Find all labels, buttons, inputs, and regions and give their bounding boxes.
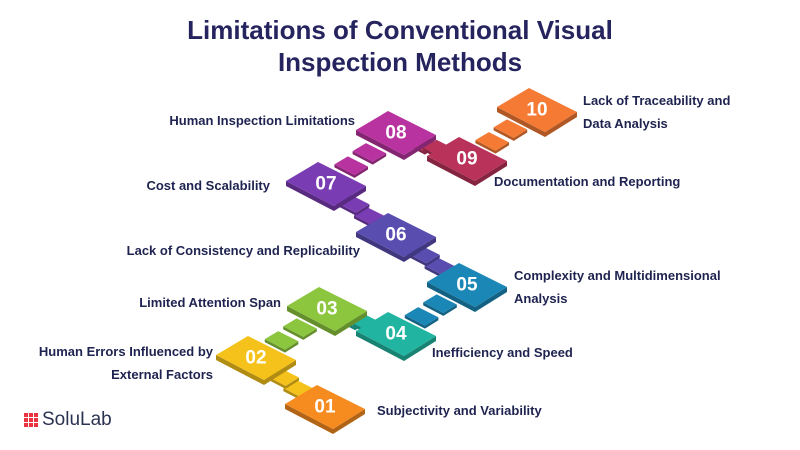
step-number-07: 07 xyxy=(315,174,336,195)
logo-text: SoluLab xyxy=(42,409,112,430)
label-step-09: Documentation and Reporting xyxy=(494,174,681,189)
title: Limitations of Conventional Visual Inspe… xyxy=(0,14,800,78)
connector-step-2-2 xyxy=(283,318,317,340)
label-step-03: Limited Attention Span xyxy=(139,295,281,310)
tile-step-08 xyxy=(356,111,436,160)
label-step-04: Inefficiency and Speed xyxy=(432,345,573,360)
connector-step-4-1 xyxy=(404,307,439,329)
label-step-08: Human Inspection Limitations xyxy=(169,113,355,128)
logo-mark-icon xyxy=(24,413,38,427)
tile-step-04 xyxy=(356,312,436,361)
step-number-09: 09 xyxy=(456,149,477,170)
tile-step-07 xyxy=(286,162,366,211)
title-line-1: Limitations of Conventional Visual xyxy=(187,15,613,45)
connector-step-9-2 xyxy=(493,119,528,141)
label-step-01: Subjectivity and Variability xyxy=(377,403,542,418)
step-number-05: 05 xyxy=(456,275,478,296)
label-step-07: Cost and Scalability xyxy=(146,178,270,193)
connector-step-2-1 xyxy=(264,331,299,353)
step-number-10: 10 xyxy=(526,100,547,121)
tile-step-06 xyxy=(356,213,436,262)
step-number-01: 01 xyxy=(314,397,336,418)
tile-step-05 xyxy=(427,263,507,312)
tile-step-09 xyxy=(427,137,507,186)
step-number-02: 02 xyxy=(245,348,266,369)
step-number-08: 08 xyxy=(385,123,406,144)
label-step-06: Lack of Consistency and Replicability xyxy=(126,243,360,258)
step-number-04: 04 xyxy=(385,324,407,345)
title-line-2: Inspection Methods xyxy=(277,47,523,77)
connector-step-4-2 xyxy=(423,294,457,316)
tile-step-01 xyxy=(285,385,365,434)
tile-step-03 xyxy=(287,287,367,336)
solulab-logo: SoluLab xyxy=(24,409,112,431)
step-number-03: 03 xyxy=(316,299,337,320)
connector-step-7-2 xyxy=(352,143,387,165)
step-number-06: 06 xyxy=(385,225,406,246)
connector-step-9-1 xyxy=(475,132,509,154)
tile-step-10 xyxy=(497,88,577,137)
connector-step-7-1 xyxy=(334,156,368,178)
tile-step-02 xyxy=(216,336,296,385)
